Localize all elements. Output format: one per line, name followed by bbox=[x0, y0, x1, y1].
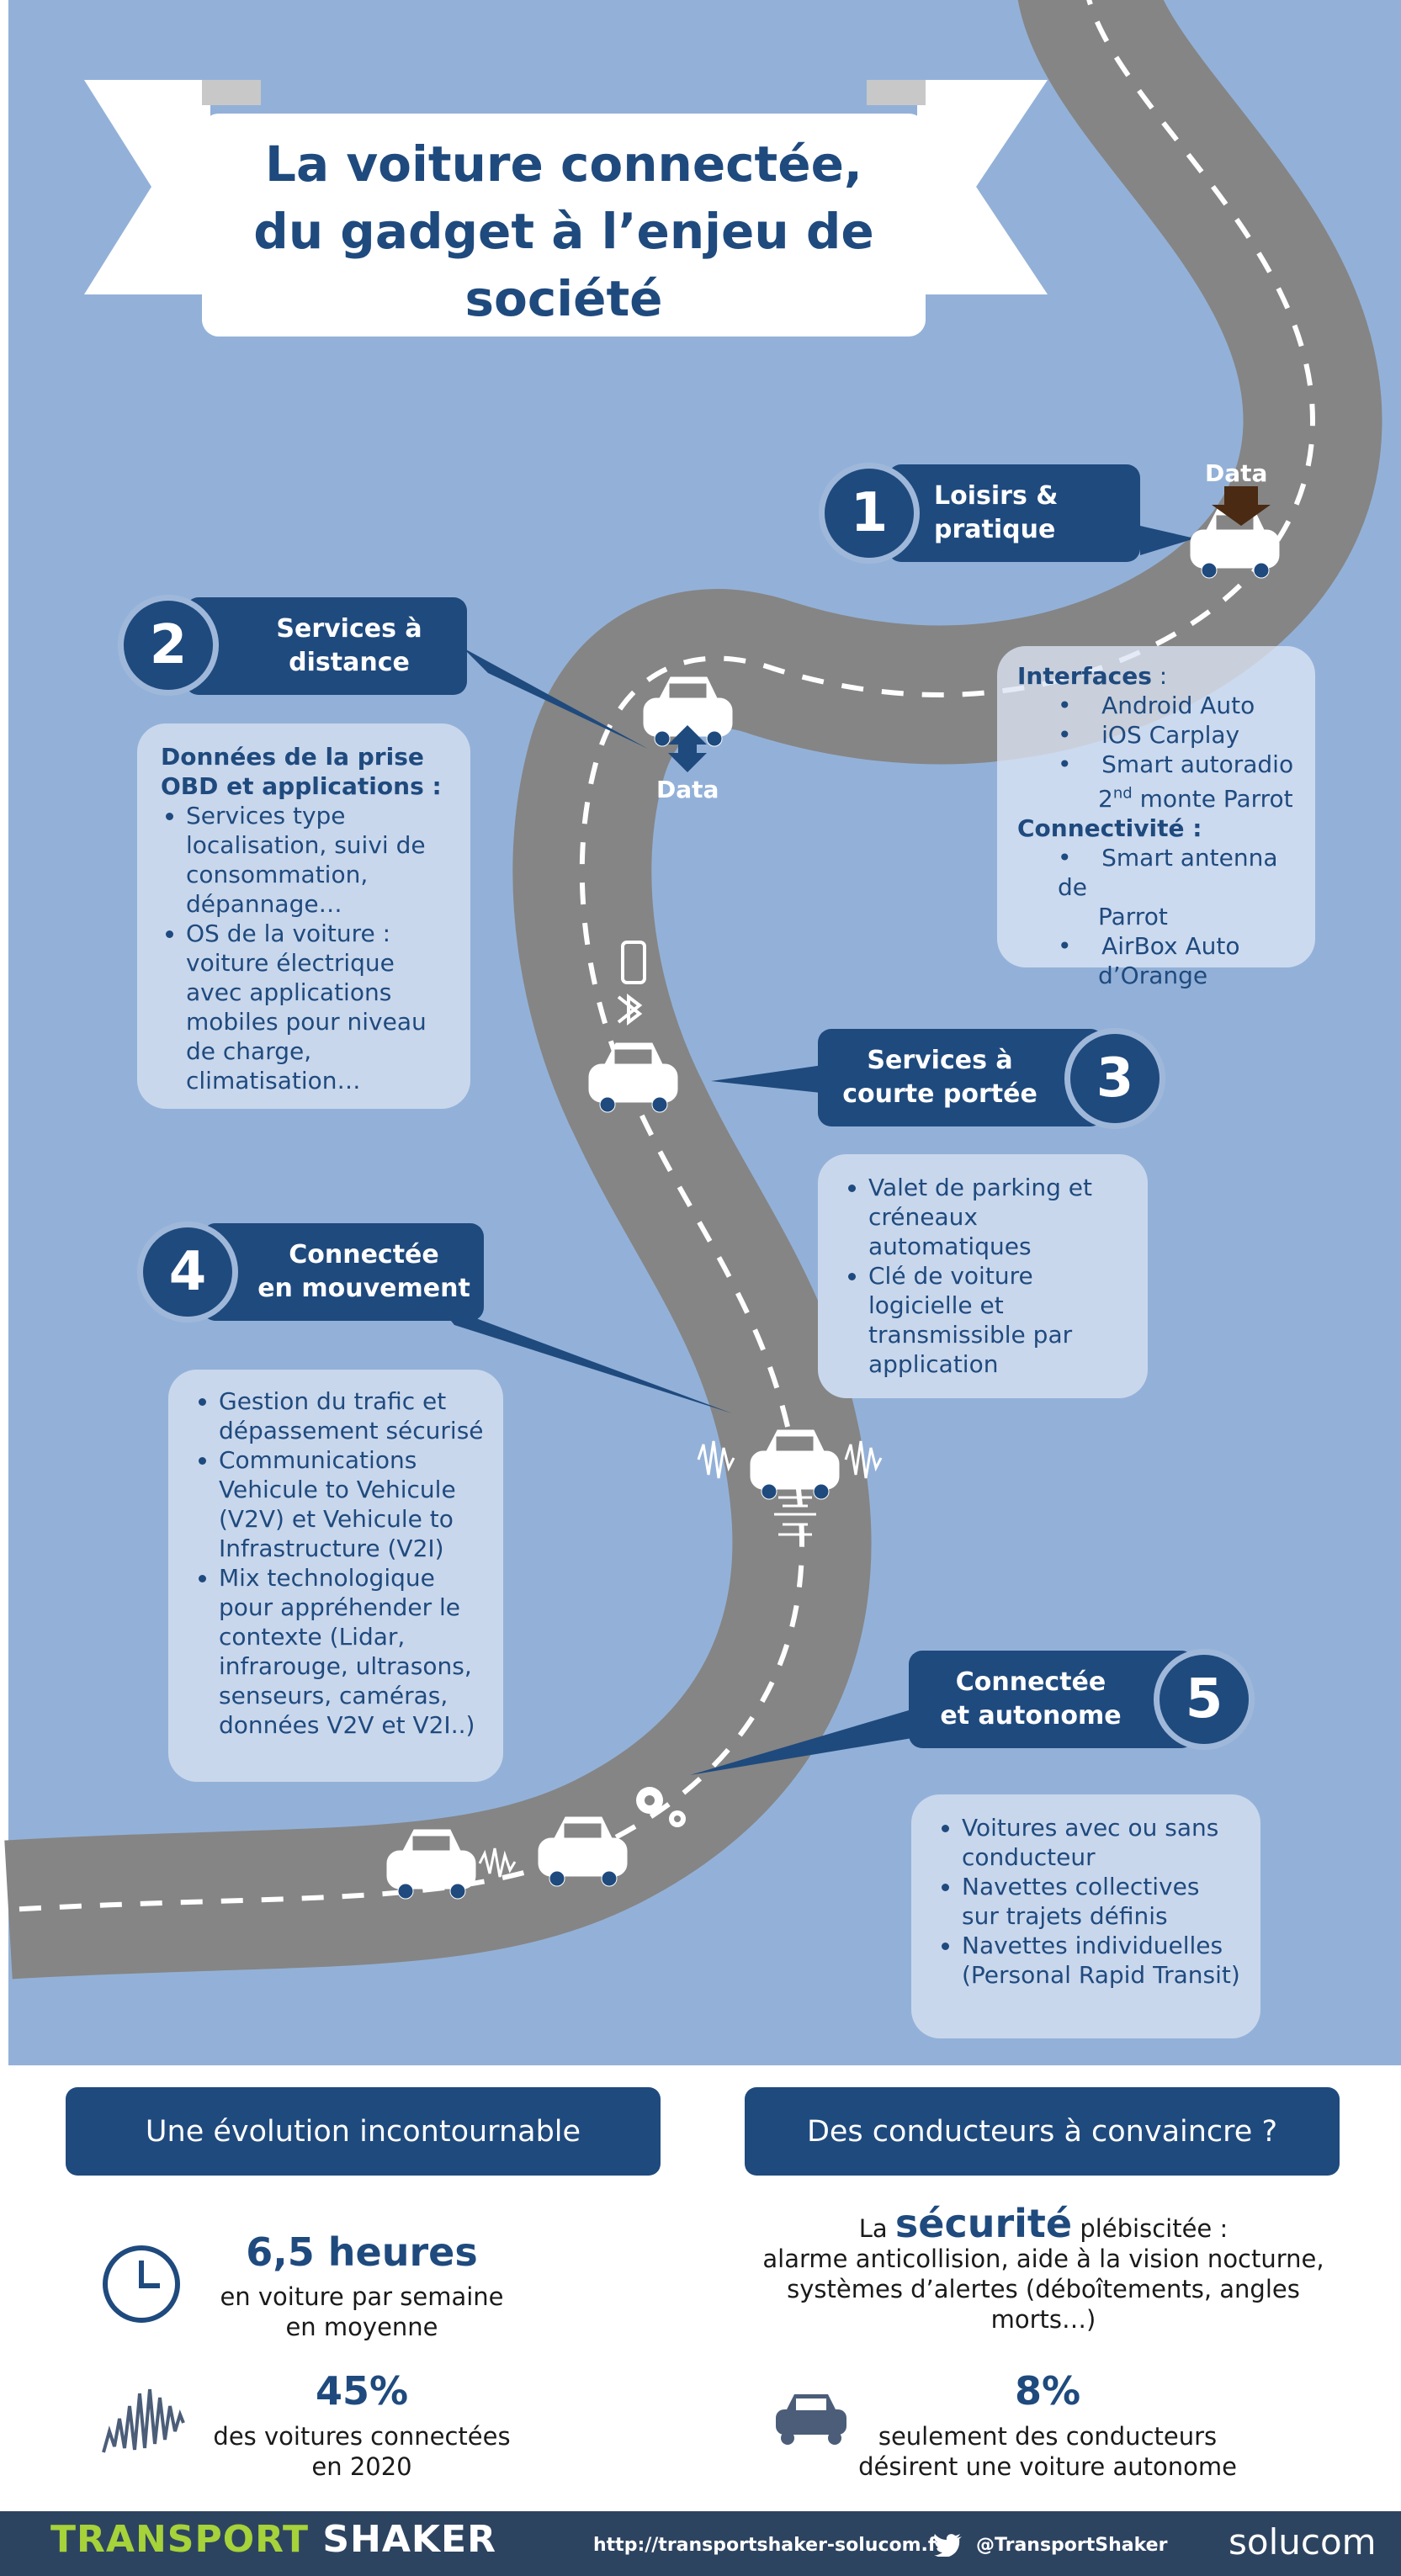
car-icon bbox=[538, 1816, 628, 1887]
list-item: Voitures avec ou sans conducteur bbox=[962, 1813, 1244, 1872]
list-item: Navettes individuelles (Personal Rapid T… bbox=[962, 1931, 1244, 1990]
infographic-title: La voiture connectée, du gadget à l’enje… bbox=[219, 130, 909, 332]
stat-autonomous-desc: seulement des conducteurs désirent une v… bbox=[841, 2421, 1254, 2482]
step-label-line: Connectée bbox=[289, 1240, 439, 1269]
section-drivers: Des conducteurs à convaincre ? bbox=[745, 2087, 1340, 2176]
security-prefix: La bbox=[858, 2214, 895, 2243]
list-item: • iOS Carplay bbox=[1058, 721, 1240, 749]
stat-hours-desc: en voiture par semaine en moyenne bbox=[194, 2282, 530, 2342]
title-line: du gadget à l’enjeu de bbox=[253, 203, 874, 260]
step-1-label: Loisirs & pratique bbox=[888, 464, 1140, 562]
waveform-icon bbox=[102, 2388, 185, 2453]
data-arrow-icon bbox=[1212, 486, 1271, 526]
twitter-handle[interactable]: @TransportShaker bbox=[976, 2535, 1168, 2556]
car-icon bbox=[776, 2394, 846, 2445]
stat-line: des voitures connectées bbox=[213, 2422, 511, 2451]
brand-logo: TRANSPORT SHAKER bbox=[50, 2518, 496, 2561]
step-1-number: 1 bbox=[825, 469, 914, 558]
list-item: Clé de voiture logicielle et transmissib… bbox=[868, 1261, 1131, 1379]
step-5-number: 5 bbox=[1160, 1655, 1249, 1744]
data-arrow-icon bbox=[668, 725, 707, 772]
stat-line: en voiture par semaine bbox=[220, 2282, 504, 2311]
stat-line: morts…) bbox=[990, 2305, 1096, 2334]
footer-bar: TRANSPORT SHAKER http://transportshaker-… bbox=[0, 2511, 1401, 2576]
step-label-line: pratique bbox=[934, 515, 1056, 544]
section-evolution: Une évolution incontournable bbox=[66, 2087, 661, 2176]
step-3-number: 3 bbox=[1070, 1034, 1160, 1123]
info-heading: Connectivité : bbox=[1017, 814, 1202, 843]
stat-line: alarme anticollision, aide à la vision n… bbox=[762, 2245, 1324, 2273]
list-item: Gestion du trafic et dépassement sécuris… bbox=[219, 1386, 486, 1445]
list-item: Navettes collectives sur trajets définis bbox=[962, 1872, 1244, 1931]
security-suffix: plébiscitée : bbox=[1072, 2214, 1229, 2243]
list-item: • AirBox Auto bbox=[1058, 932, 1240, 961]
list-item: • Smart antenna de bbox=[1058, 844, 1278, 902]
twitter-icon bbox=[934, 2534, 962, 2557]
stat-connected-desc: des voitures connectées en 2020 bbox=[194, 2421, 530, 2482]
step-label-line: distance bbox=[289, 648, 410, 677]
stat-connected: 45% bbox=[315, 2368, 409, 2414]
list-item: OS de la voiture : voiture électrique av… bbox=[186, 919, 454, 1095]
list-item: d’Orange bbox=[1098, 962, 1208, 990]
step-4-label: Connectée en mouvement bbox=[202, 1223, 484, 1321]
list-item: Mix technologique pour appréhender le co… bbox=[219, 1563, 486, 1740]
stat-line: seulement des conducteurs bbox=[878, 2422, 1218, 2451]
info-box-interfaces: Interfaces : • Android Auto • iOS Carpla… bbox=[997, 646, 1315, 989]
car-icon bbox=[386, 1829, 476, 1900]
data-label: Data bbox=[656, 776, 719, 803]
step-label-line: et autonome bbox=[940, 1701, 1122, 1731]
car-icon bbox=[588, 1042, 678, 1113]
title-banner bbox=[84, 80, 1048, 337]
title-line: société bbox=[464, 270, 663, 327]
step-label-line: en mouvement bbox=[257, 1274, 470, 1303]
stat-line: en moyenne bbox=[285, 2313, 438, 2341]
step-4-number: 4 bbox=[143, 1227, 232, 1317]
step-label-line: Loisirs & bbox=[934, 481, 1059, 511]
list-item: • Smart autoradio bbox=[1058, 750, 1294, 778]
step-2-label: Services à distance bbox=[185, 597, 467, 695]
solucom-logo: solucom bbox=[1229, 2521, 1377, 2563]
brand-part: TRANSPORT bbox=[50, 2518, 310, 2561]
security-text: La sécurité plébiscitée : alarme anticol… bbox=[749, 2204, 1338, 2335]
info-heading: Interfaces bbox=[1017, 662, 1152, 690]
step-2-number: 2 bbox=[124, 601, 213, 690]
info-box-remote-services: Données de la prise OBD et applications … bbox=[137, 724, 470, 1109]
list-item: Valet de parking et créneaux automatique… bbox=[868, 1173, 1131, 1261]
step-label-line: courte portée bbox=[842, 1079, 1037, 1109]
step-label-line: Connectée bbox=[955, 1667, 1106, 1697]
step-3-label: Services à courte portée bbox=[818, 1029, 1104, 1126]
info-box-moving: Gestion du trafic et dépassement sécuris… bbox=[168, 1370, 503, 1782]
brand-part: SHAKER bbox=[309, 2518, 496, 2561]
bluetooth-icon bbox=[617, 993, 643, 1026]
stat-autonomous: 8% bbox=[1014, 2368, 1081, 2414]
list-item: Communications Vehicule to Vehicule (V2V… bbox=[219, 1445, 486, 1563]
gear-icon bbox=[636, 1787, 686, 1827]
security-keyword: sécurité bbox=[894, 2201, 1073, 2246]
title-line: La voiture connectée, bbox=[265, 135, 862, 193]
list-item: Services type localisation, suivi de con… bbox=[186, 801, 454, 919]
info-heading-suffix: : bbox=[1151, 662, 1168, 690]
step-label-line: Services à bbox=[867, 1046, 1013, 1075]
stat-line: systèmes d’alertes (déboîtements, angles bbox=[787, 2275, 1300, 2303]
stat-line: désirent une voiture autonome bbox=[858, 2452, 1237, 2481]
website-link[interactable]: http://transportshaker-solucom.fr/ bbox=[593, 2535, 953, 2556]
list-item: Parrot bbox=[1098, 903, 1168, 931]
info-heading: Données de la prise bbox=[161, 743, 424, 771]
second-mount-text: 2nd monte Parrot bbox=[1098, 785, 1293, 814]
car-icon bbox=[750, 1429, 840, 1500]
list-item: • Android Auto bbox=[1058, 692, 1255, 719]
stat-line: en 2020 bbox=[311, 2452, 412, 2481]
info-heading: OBD et applications : bbox=[161, 772, 442, 800]
phone-icon bbox=[621, 941, 646, 984]
data-label: Data bbox=[1205, 459, 1268, 487]
clock-icon bbox=[103, 2245, 180, 2323]
step-5-label: Connectée et autonome bbox=[909, 1651, 1195, 1748]
info-box-autonomous: Voitures avec ou sans conducteur Navette… bbox=[911, 1794, 1260, 2038]
stat-hours: 6,5 heures bbox=[246, 2229, 478, 2275]
step-label-line: Services à bbox=[276, 614, 422, 644]
info-box-short-range: Valet de parking et créneaux automatique… bbox=[818, 1154, 1148, 1398]
list-item: 2nd monte Parrot bbox=[1058, 779, 1298, 814]
